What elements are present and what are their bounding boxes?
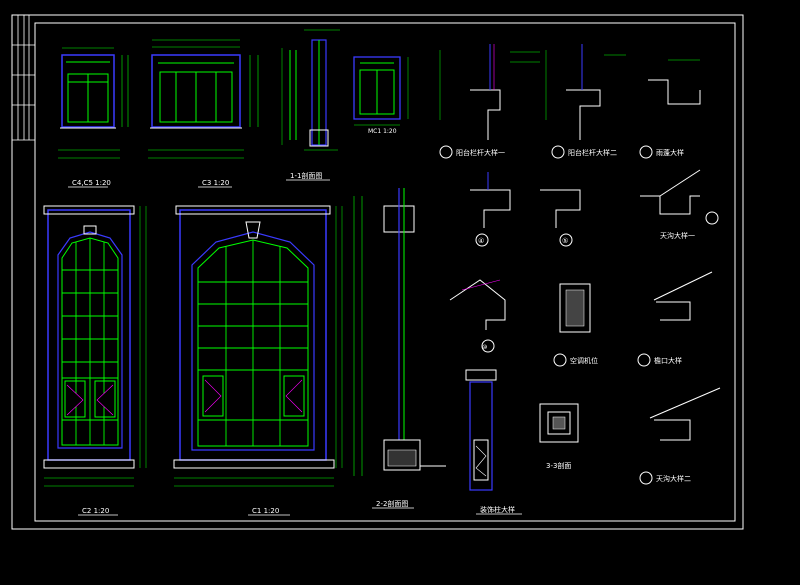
detail-6: 天沟大样一 (640, 169, 719, 240)
window-c2: C2 1:20 (43, 205, 147, 516)
label-detail-4: ④ (478, 237, 484, 245)
detail-9: 天沟大样二 (639, 387, 721, 485)
label-detail-3: 雨蓬大样 (656, 148, 684, 157)
label-section-3-3: 3-3剖面 (546, 461, 571, 470)
section-1-1: 1-1剖面图 (281, 29, 340, 181)
label-detail-9: 天沟大样二 (656, 474, 691, 483)
detail-7: 空调机位 (553, 283, 598, 367)
label-detail-2: 阳台栏杆大样二 (568, 148, 617, 157)
window-mc1: MC1 1:20 (353, 56, 409, 135)
sheet-outer-frame (11, 14, 744, 530)
label-mc1: MC1 1:20 (368, 128, 397, 135)
detail-3: 雨蓬大样 (639, 59, 701, 159)
window-c1: C1 1:20 (173, 205, 343, 516)
window-c4-c5: C4,C5 1:20 (58, 47, 129, 188)
binding-strip (12, 15, 35, 141)
label-detail-7: 空调机位 (570, 356, 598, 365)
detail-4: ④ (470, 172, 511, 247)
section-3-3: 3-3剖面 (539, 403, 579, 470)
label-c4-c5: C4,C5 1:20 (72, 179, 111, 187)
label-section-1-1: 1-1剖面图 (290, 171, 322, 180)
detail-8: 檐口大样 (637, 271, 713, 367)
section-2-2: 2-2剖面图 (353, 188, 446, 509)
label-c1: C1 1:20 (252, 507, 279, 515)
label-section-2-2: 2-2剖面图 (376, 499, 408, 508)
label-detail-1: 阳台栏杆大样一 (456, 148, 505, 157)
label-c2: C2 1:20 (82, 507, 109, 515)
detail-1: 阳台栏杆大样一 (439, 44, 540, 159)
label-detail-6: 天沟大样一 (660, 231, 695, 240)
label-detail-10: ⑩ (482, 344, 487, 351)
ornament-column: 装饰柱大样 (465, 369, 522, 515)
label-c3: C3 1:20 (202, 179, 229, 187)
label-ornament-detail: 装饰柱大样 (480, 505, 515, 514)
detail-5: ⑤ (540, 189, 581, 247)
detail-10: ⑩ (449, 279, 506, 353)
window-c3: C3 1:20 (148, 39, 259, 188)
detail-2: 阳台栏杆大样二 (545, 44, 626, 159)
label-detail-5: ⑤ (562, 237, 568, 245)
label-detail-8: 檐口大样 (654, 356, 682, 365)
sheet-inner-frame (34, 22, 736, 522)
